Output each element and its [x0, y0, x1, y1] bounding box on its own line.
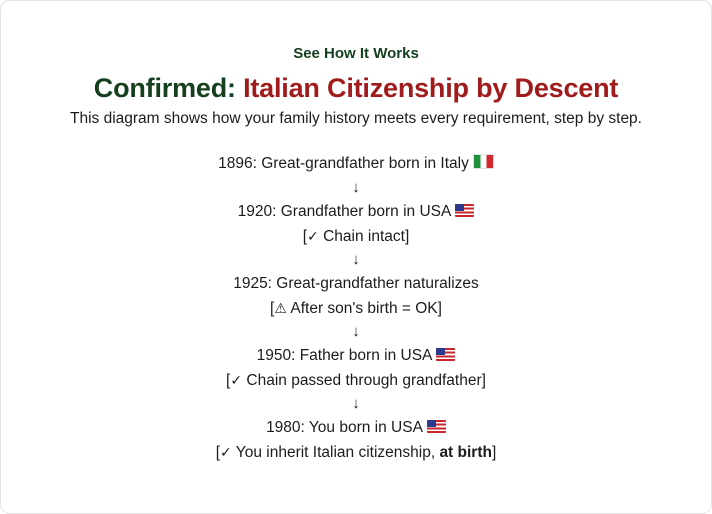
step-1950-note: [✓ Chain passed through grandfather]: [1, 368, 711, 392]
step-1896: 1896: Great-grandfather born in Italy: [1, 152, 711, 176]
page-title: Confirmed: Italian Citizenship by Descen…: [1, 73, 711, 104]
step-1925-text: 1925: Great-grandfather naturalizes: [233, 275, 479, 292]
step-1950-text: 1950: Father born in USA: [256, 347, 433, 364]
close-bracket: ]: [404, 228, 410, 245]
step-1950: 1950: Father born in USA: [1, 344, 711, 368]
down-arrow-icon: ↓: [352, 251, 360, 268]
down-arrow-icon: ↓: [352, 323, 360, 340]
down-arrow-icon: ↓: [352, 395, 360, 412]
step-1896-text: 1896: Great-grandfather born in Italy: [218, 155, 469, 172]
step-1920: 1920: Grandfather born in USA: [1, 200, 711, 224]
open-bracket: [: [226, 372, 231, 389]
down-arrow-icon: ↓: [352, 179, 360, 196]
open-bracket: [: [270, 300, 275, 317]
step-1980-note: [✓ You inherit Italian citizenship, at b…: [1, 440, 711, 464]
step-1925-note: [⚠ After son's birth = OK]: [1, 296, 711, 320]
usa-flag-icon: [455, 204, 475, 217]
title-confirmed: Confirmed:: [93, 73, 244, 103]
open-bracket: [: [302, 228, 308, 245]
step-1950-note-text: Chain passed through grandfather: [246, 372, 482, 389]
subtitle: This diagram shows how your family histo…: [69, 110, 642, 127]
check-icon: ✓: [307, 228, 319, 244]
family-timeline: 1896: Great-grandfather born in Italy ↓ …: [1, 152, 711, 464]
open-bracket: [: [215, 444, 221, 461]
eyebrow-label: See How It Works: [293, 45, 419, 62]
check-icon: ✓: [230, 372, 243, 388]
check-icon: ✓: [220, 444, 232, 460]
step-1920-text: 1920: Grandfather born in USA: [237, 203, 452, 220]
close-bracket: ]: [437, 300, 442, 317]
step-1925-note-text: After son's birth = OK: [290, 300, 438, 317]
at-birth-emphasis: at birth: [439, 444, 492, 461]
usa-flag-icon: [426, 420, 446, 433]
step-1980: 1980: You born in USA: [1, 416, 711, 440]
step-1980-note-text: You inherit Italian citizenship,: [235, 444, 440, 461]
title-italian-citizenship: Italian Citizenship by Descent: [243, 73, 619, 103]
close-bracket: ]: [481, 372, 486, 389]
step-1980-text: 1980: You born in USA: [266, 419, 423, 436]
usa-flag-icon: [436, 348, 456, 361]
close-bracket: ]: [491, 444, 497, 461]
italy-flag-icon: [472, 154, 494, 169]
warning-icon: ⚠: [274, 300, 287, 316]
step-1920-note-text: Chain intact: [323, 228, 405, 245]
step-1925: 1925: Great-grandfather naturalizes: [1, 272, 711, 296]
step-1920-note: [✓ Chain intact]: [1, 224, 711, 248]
